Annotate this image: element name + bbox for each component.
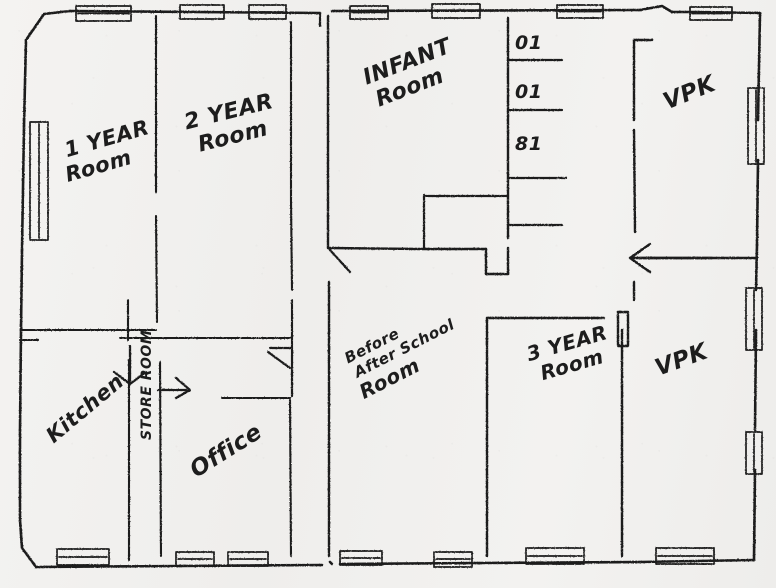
- partition-2yr-east: [289, 20, 294, 358]
- window-bottom-5: [433, 551, 473, 568]
- window-bottom-6: [525, 547, 585, 565]
- window-top-7: [689, 6, 733, 21]
- window-top-3: [248, 4, 287, 20]
- door-swing-2yr: [266, 350, 292, 370]
- window-top-4: [349, 5, 389, 20]
- door-swing-kitchen-north: [112, 344, 148, 386]
- direction-arrow-icon: [628, 242, 714, 274]
- window-bottom-1: [56, 548, 110, 566]
- window-right-1: [747, 87, 765, 165]
- infant-closet: [420, 246, 510, 276]
- window-bottom-7: [655, 547, 715, 565]
- partition-vpk-upper-west: [632, 38, 637, 234]
- window-top-1: [75, 5, 132, 22]
- door-jamb-3yr: [616, 310, 630, 348]
- partition-infant-south: [326, 246, 422, 251]
- door-swing-storeroom: [156, 376, 192, 400]
- door-swing-infant: [328, 248, 352, 274]
- partition-storeroom-east: [158, 360, 163, 558]
- window-right-2: [745, 287, 763, 351]
- partition-office-east: [288, 398, 293, 558]
- partition-1yr-2yr: [154, 14, 159, 324]
- window-top-6: [556, 4, 604, 19]
- window-bottom-2: [175, 551, 215, 567]
- window-bottom-4: [339, 550, 383, 566]
- window-bottom-3: [227, 551, 269, 567]
- exterior-wall-outline: [18, 4, 762, 569]
- window-top-2: [179, 4, 225, 20]
- window-left-1: [29, 121, 49, 241]
- window-top-5: [431, 3, 481, 19]
- window-right-3: [745, 431, 763, 475]
